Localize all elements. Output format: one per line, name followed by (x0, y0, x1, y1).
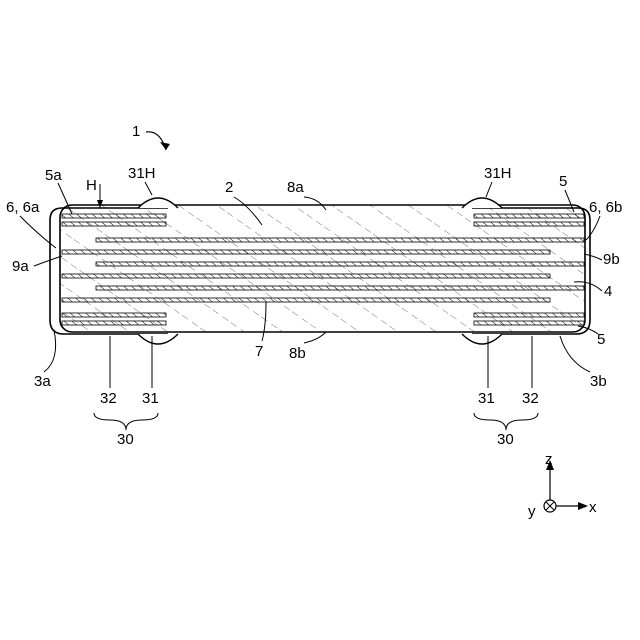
label-6-6b: 6, 6b (589, 199, 622, 216)
label-7: 7 (255, 343, 263, 360)
label-8a: 8a (287, 179, 304, 196)
label-1: 1 (132, 123, 140, 140)
label-9a: 9a (12, 258, 29, 275)
label-5-bottom: 5 (597, 331, 605, 348)
label-30-left: 30 (117, 431, 134, 448)
label-32-left: 32 (100, 390, 117, 407)
label-5-top: 5 (559, 173, 567, 190)
label-6-6a: 6, 6a (6, 199, 40, 216)
label-2: 2 (225, 179, 233, 196)
label-32-right: 32 (522, 390, 539, 407)
coordinate-axes: z y x (528, 451, 597, 520)
label-31-left: 31 (142, 390, 159, 407)
axis-z-label: z (545, 451, 553, 468)
label-8b: 8b (289, 345, 306, 362)
label-30-right: 30 (497, 431, 514, 448)
label-9b: 9b (603, 251, 620, 268)
label-5a: 5a (45, 167, 62, 184)
axis-y-label: y (528, 503, 536, 520)
label-3a: 3a (34, 373, 51, 390)
label-31h-right: 31H (484, 165, 512, 182)
label-4: 4 (604, 283, 612, 300)
label-31h-left: 31H (128, 165, 156, 182)
axis-x-label: x (589, 499, 597, 516)
label-h: H (86, 177, 97, 194)
label-31-right: 31 (478, 390, 495, 407)
label-3b: 3b (590, 373, 607, 390)
